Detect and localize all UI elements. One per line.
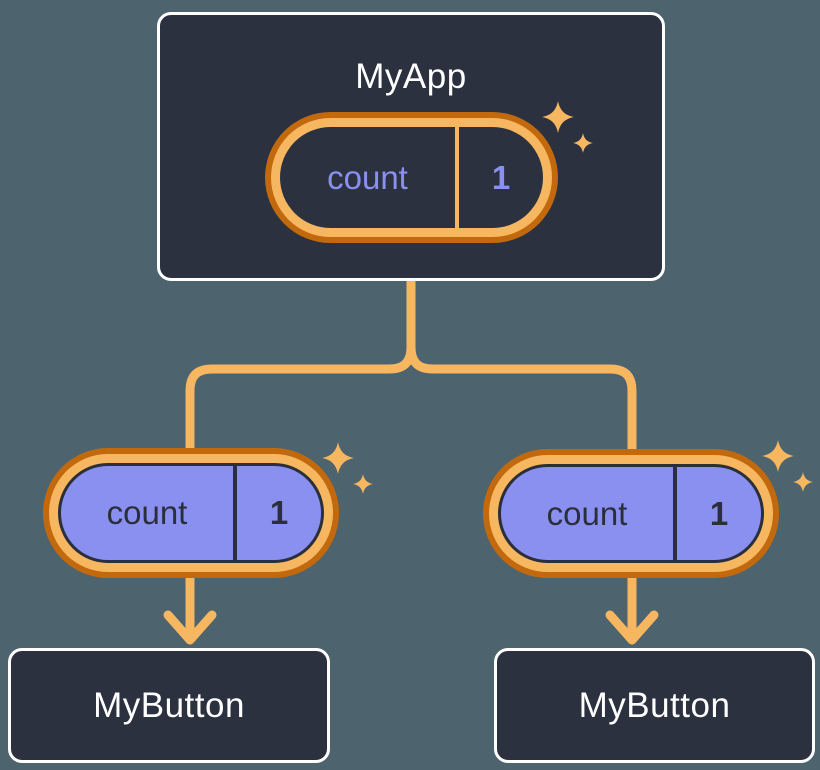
- connector-branch-left: [185, 342, 416, 455]
- state-pill-child-right: count 1: [483, 449, 779, 578]
- sparkle-icon: [542, 101, 593, 153]
- state-pill-ring: count 1: [489, 455, 773, 572]
- sparkle-icon: [762, 440, 813, 492]
- pill-divider: [233, 466, 237, 560]
- pill-divider: [455, 127, 459, 228]
- state-value: 1: [491, 158, 511, 196]
- state-value: 1: [269, 494, 289, 531]
- state-label: count: [546, 494, 628, 532]
- component-box-child-left: MyButton: [8, 648, 330, 763]
- component-title: MyButton: [578, 685, 731, 725]
- state-pill-ring: count 1: [49, 454, 333, 572]
- state-pill-ring: count 1: [271, 118, 552, 237]
- pill-divider: [673, 467, 677, 560]
- arrow-down-right-icon: [605, 610, 659, 645]
- component-title: MyApp: [355, 57, 467, 96]
- state-pill-root: count 1: [265, 112, 558, 243]
- state-label: count: [327, 158, 408, 196]
- state-label: count: [106, 494, 188, 531]
- component-box-child-right: MyButton: [494, 648, 815, 763]
- state-value: 1: [709, 494, 729, 532]
- sparkle-icon: [322, 442, 373, 494]
- state-pill-child-left: count 1: [43, 448, 339, 578]
- arrow-down-left-icon: [163, 610, 217, 645]
- connector-branch-right: [406, 342, 637, 455]
- component-title: MyButton: [93, 685, 245, 725]
